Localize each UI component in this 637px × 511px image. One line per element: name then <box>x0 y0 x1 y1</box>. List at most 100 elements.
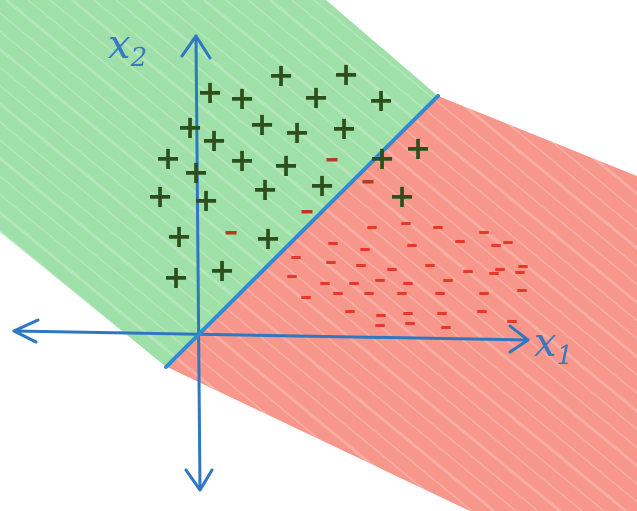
minus-point: – <box>506 306 518 334</box>
brush-stroke <box>137 0 637 511</box>
minus-point: – <box>300 282 312 310</box>
minus-point: – <box>454 226 466 254</box>
minus-point: – <box>462 256 474 284</box>
plus-point: + <box>193 181 220 219</box>
plus-point: + <box>268 56 295 94</box>
brush-stroke <box>27 0 637 511</box>
plus-point: + <box>166 217 193 255</box>
x1-axis-label: x1 <box>534 320 573 371</box>
plus-points: ++++++++++++++++++++++++++ <box>147 55 432 296</box>
minus-point: – <box>494 254 506 282</box>
brush-stroke <box>71 0 637 511</box>
plus-point: + <box>303 78 330 116</box>
plus-point: + <box>309 166 336 204</box>
minus-point: – <box>434 278 446 306</box>
negative-region <box>165 96 637 511</box>
brush-stroke <box>0 0 604 511</box>
brush-stroke <box>159 0 637 511</box>
x1-label-sub: 1 <box>557 341 574 371</box>
plus-point: + <box>368 81 395 119</box>
minus-point: – <box>402 298 414 326</box>
minus-point: – <box>488 258 500 286</box>
plus-point: + <box>389 177 416 215</box>
plus-point: + <box>333 55 360 93</box>
minus-point: – <box>440 312 452 340</box>
minus-point: – <box>432 212 444 240</box>
brush-stroke <box>0 0 582 511</box>
minus-point: – <box>224 215 238 248</box>
minus-point: – <box>476 296 488 324</box>
minus-point: – <box>355 250 367 278</box>
minus-point: – <box>406 230 418 258</box>
brush-stroke <box>0 0 406 511</box>
decision-boundary <box>164 94 440 369</box>
minus-point: – <box>359 234 371 262</box>
brush-stroke <box>0 0 428 511</box>
brush-stroke <box>0 0 538 511</box>
minus-point: – <box>514 257 526 285</box>
x-axis-arrow-left <box>12 318 40 344</box>
brush-stroke <box>313 0 637 511</box>
minus-point: – <box>400 208 412 236</box>
plus-point: + <box>209 251 236 289</box>
x-axis <box>12 318 530 354</box>
minus-point: – <box>290 242 302 270</box>
brush-stroke <box>181 0 637 511</box>
plus-point: + <box>284 113 311 151</box>
minus-point: – <box>286 261 298 289</box>
brush-stroke <box>203 0 637 511</box>
positive-region <box>0 0 438 366</box>
plus-point: + <box>405 129 432 167</box>
brush-stroke <box>49 0 637 511</box>
minus-point: – <box>516 275 528 303</box>
minus-point: – <box>478 217 490 245</box>
x-axis-arrow-right <box>508 324 530 354</box>
minus-point: – <box>404 308 416 336</box>
plus-point: + <box>252 170 279 208</box>
brush-stroke <box>0 0 516 511</box>
y-axis-arrow-down <box>184 468 214 492</box>
brush-stroke <box>0 0 450 511</box>
minus-points-positive-side: – – – – <box>224 142 375 248</box>
brush-stroke <box>115 0 637 511</box>
minus-point: – <box>402 268 414 296</box>
brush-stroke <box>5 0 627 511</box>
brush-stroke <box>291 0 637 511</box>
minus-point: – <box>396 278 408 306</box>
x2-label-sub: 2 <box>130 43 148 73</box>
minus-point: – <box>300 194 314 227</box>
minus-point: – <box>361 164 375 197</box>
minus-point: – <box>374 265 386 293</box>
plus-point: + <box>369 139 396 177</box>
plus-point: + <box>155 139 182 177</box>
minus-point: – <box>319 268 331 296</box>
y-axis <box>180 34 214 492</box>
minus-point: – <box>478 278 490 306</box>
minus-point: – <box>363 278 375 306</box>
plus-point: + <box>229 79 256 117</box>
plus-point: + <box>177 108 204 146</box>
plus-point: + <box>229 141 256 179</box>
brush-stroke <box>0 0 472 511</box>
minus-point: – <box>436 298 448 326</box>
minus-point: – <box>490 230 502 258</box>
x2-axis-label: x2 <box>108 22 147 73</box>
minus-point: – <box>366 212 378 240</box>
minus-point: – <box>502 227 514 255</box>
plus-point: + <box>249 105 276 143</box>
minus-point: – <box>327 228 339 256</box>
plus-point: + <box>201 121 228 159</box>
minus-point: – <box>442 265 454 293</box>
minus-point: – <box>332 278 344 306</box>
minus-point: – <box>325 247 337 275</box>
minus-point: – <box>386 254 398 282</box>
minus-point: – <box>517 251 529 279</box>
plus-point: + <box>273 146 300 184</box>
plus-point: + <box>163 258 190 296</box>
y-axis-arrow-up <box>180 34 212 60</box>
brush-stroke <box>247 0 637 511</box>
brush-stroke <box>0 0 560 511</box>
x1-label-main: x <box>534 320 557 366</box>
minus-point: – <box>344 296 356 324</box>
